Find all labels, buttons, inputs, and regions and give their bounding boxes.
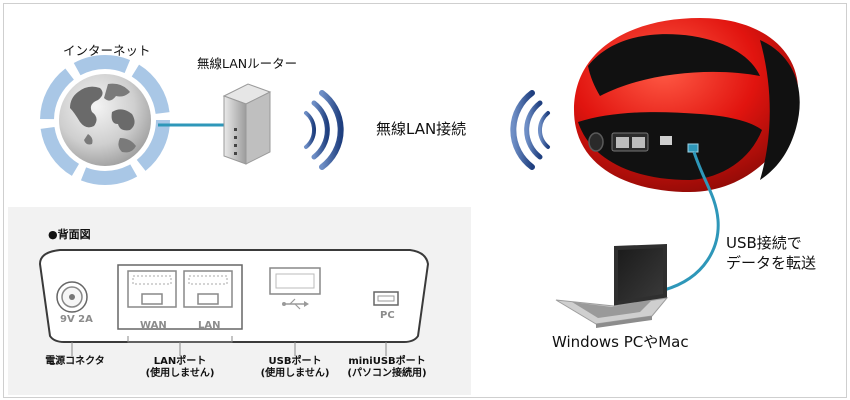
globe-icon: [40, 55, 170, 185]
usb-transfer-label-line2: データを転送: [726, 254, 817, 272]
power-connector-icon: [56, 281, 88, 313]
rear-panel-title: ●背面図: [48, 228, 91, 241]
router-icon: [222, 83, 272, 165]
usb-cable: [663, 151, 720, 292]
internet-label: インターネット: [63, 43, 151, 58]
laptop-icon: [555, 244, 669, 328]
wifi-signal-device-icon: [510, 90, 550, 170]
lan-port-callout-line2: (使用しません): [145, 368, 215, 379]
lan-port-callout-line1: LANポート: [153, 356, 207, 367]
storage-device-icon: [574, 18, 800, 192]
usb-port-callout: USBポート (使用しません): [257, 356, 333, 380]
callout-lines: [71, 336, 387, 356]
wan-port-icon: [127, 270, 177, 308]
lan-label: LAN: [198, 320, 221, 331]
power-connector-callout: 電源コネクタ: [45, 356, 105, 367]
mini-usb-port-callout-line2: (パソコン接続用): [347, 368, 427, 379]
usb-port-callout-line1: USBポート: [268, 356, 322, 367]
lan-port-icon: [183, 270, 233, 308]
pc-label: PC: [380, 310, 395, 321]
wan-label: WAN: [140, 320, 167, 331]
usb-transfer-label-line1: USB接続で: [726, 234, 802, 252]
wireless-connection-label: 無線LAN接続: [376, 120, 467, 138]
computer-label: Windows PCやMac: [552, 333, 689, 351]
wifi-signal-router-icon: [304, 90, 344, 170]
mini-usb-port-callout: miniUSBポート (パソコン接続用): [340, 356, 434, 380]
usb-port-icon: [269, 267, 321, 310]
usb-port-callout-line2: (使用しません): [260, 368, 330, 379]
mini-usb-port-icon: [373, 291, 399, 306]
power-rating-label: 9V 2A: [60, 314, 93, 325]
mini-usb-port-callout-line1: miniUSBポート: [348, 356, 426, 367]
router-label: 無線LANルーター: [197, 56, 298, 71]
lan-port-callout: LANポート (使用しません): [140, 356, 220, 380]
